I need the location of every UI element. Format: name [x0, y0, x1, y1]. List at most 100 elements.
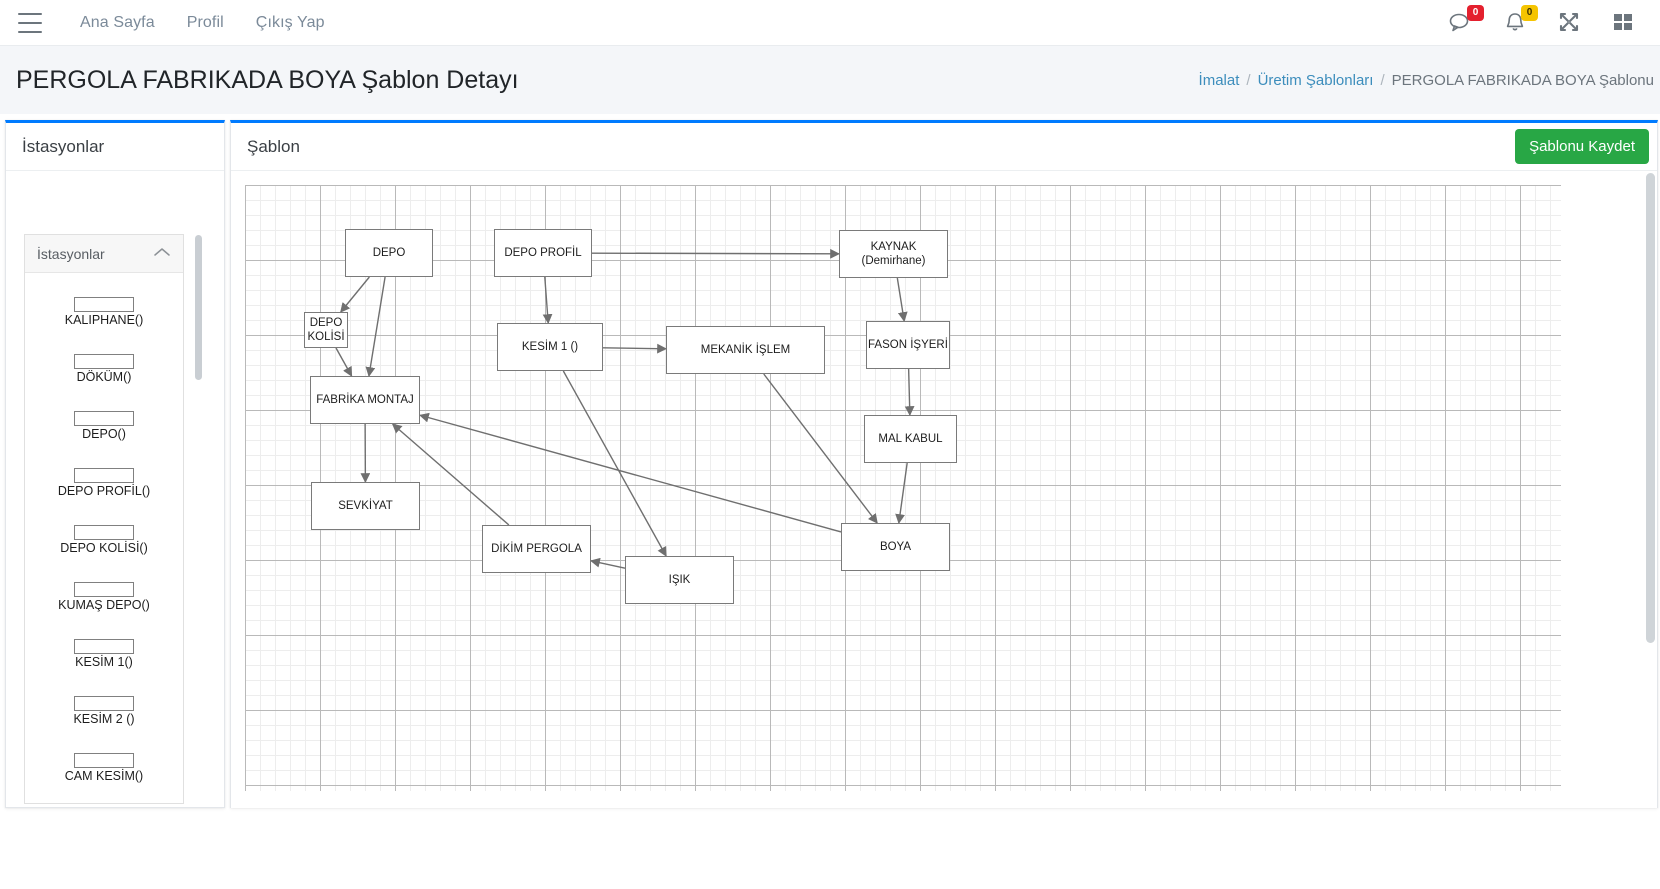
station-shape-icon: [74, 695, 134, 711]
station-item-label: KUMAŞ DEPO(): [58, 597, 150, 612]
station-item-label: DÖKÜM(): [76, 369, 132, 384]
grid-apps-icon[interactable]: [1610, 9, 1638, 37]
diagram-node-depo[interactable]: DEPO: [345, 229, 433, 277]
diagram-node-dikim_pergola[interactable]: DİKİM PERGOLA: [482, 525, 591, 573]
diagram-edge-fason_isyeri-to-mal_kabul[interactable]: [904, 368, 915, 416]
diagram-node-label: MAL KABUL: [878, 432, 943, 445]
diagram-node-boya[interactable]: BOYA: [841, 523, 950, 571]
diagram-node-label: FASON İŞYERİ: [868, 338, 948, 351]
diagram-edge-depo_profil-to-kesim1[interactable]: [542, 276, 553, 324]
diagram-edge-depo-to-fabrika_montaj[interactable]: [365, 276, 386, 377]
station-item[interactable]: KESİM 1(): [25, 625, 183, 682]
station-item[interactable]: KESİM 2 (): [25, 682, 183, 739]
diagram-edge-isik-to-dikim_pergola[interactable]: [590, 557, 626, 569]
diagram-node-fason_isyeri[interactable]: FASON İŞYERİ: [866, 321, 950, 369]
station-item-label: KESİM 2 (): [73, 711, 135, 726]
diagram-node-label: KAYNAK (Demirhane): [861, 240, 926, 267]
station-shape-icon: [74, 296, 134, 312]
station-item[interactable]: DEPO KOLİSİ(): [25, 511, 183, 568]
breadcrumb-separator: /: [1380, 71, 1385, 89]
hamburger-icon[interactable]: [18, 12, 42, 33]
station-shape-icon: [74, 467, 134, 483]
diagram-node-label: SEVKİYAT: [338, 499, 393, 512]
breadcrumb-separator: /: [1246, 71, 1251, 89]
diagram-edge-boya-to-fabrika_montaj[interactable]: [419, 412, 842, 533]
station-item-label: KALIPHANE(): [64, 312, 144, 327]
nav-link-logout[interactable]: Çıkış Yap: [255, 13, 325, 31]
diagram-node-depo_kolisi[interactable]: DEPO KOLİSİ: [304, 312, 348, 348]
diagram-edge-dikim_pergola-to-fabrika_montaj[interactable]: [391, 423, 510, 526]
diagram-node-kaynak[interactable]: KAYNAK (Demirhane): [839, 230, 948, 278]
station-item-label: KESİM 1(): [75, 654, 133, 669]
diagram-node-label: MEKANİK İŞLEM: [700, 343, 791, 356]
stations-card-body: İstasyonlar KALIPHANE() DÖKÜM() DEPO() DEPO…: [6, 171, 224, 810]
diagram-edge-mekanik_islem-to-boya[interactable]: [763, 373, 878, 524]
station-shape-icon: [74, 410, 134, 426]
station-item[interactable]: DEPO(): [25, 397, 183, 454]
station-shape-icon: [74, 353, 134, 369]
diagram-node-label: FABRİKA MONTAJ: [316, 393, 414, 406]
diagram-node-label: IŞIK: [668, 573, 691, 586]
stations-card-title: İstasyonlar: [22, 136, 105, 156]
station-item[interactable]: KALIPHANE(): [25, 283, 183, 340]
diagram-node-mal_kabul[interactable]: MAL KABUL: [864, 415, 957, 463]
diagram-scrollbar[interactable]: [1646, 173, 1655, 806]
station-item[interactable]: DEPO PROFİL(): [25, 454, 183, 511]
page-header: PERGOLA FABRIKADA BOYA Şablon Detayı İma…: [0, 46, 1660, 114]
breadcrumb-item-imalat[interactable]: İmalat: [1198, 71, 1240, 89]
station-shape-icon: [74, 524, 134, 540]
template-card-header: Şablon Şablonu Kaydet: [231, 123, 1657, 171]
station-item-label: CAM KESİM(): [64, 768, 144, 783]
diagram-scrollbar-thumb[interactable]: [1646, 173, 1655, 643]
diagram-node-mekanik_islem[interactable]: MEKANİK İŞLEM: [666, 326, 825, 374]
fullscreen-icon[interactable]: [1556, 9, 1584, 37]
stations-list[interactable]: KALIPHANE() DÖKÜM() DEPO() DEPO PROFİL() DEP…: [25, 273, 183, 804]
stations-scrollbar-thumb[interactable]: [195, 235, 202, 380]
diagram-edge-kaynak-to-fason_isyeri[interactable]: [896, 277, 908, 322]
diagram-node-isik[interactable]: IŞIK: [625, 556, 734, 604]
diagram-node-label: DEPO: [372, 246, 406, 259]
diagram-edge-depo_profil-to-kaynak[interactable]: [591, 248, 840, 259]
diagram-edge-mal_kabul-to-boya[interactable]: [895, 462, 908, 524]
breadcrumb-item-current: PERGOLA FABRIKADA BOYA Şablonu: [1391, 71, 1654, 89]
diagram-node-sevkiyat[interactable]: SEVKİYAT: [311, 482, 420, 530]
save-template-button[interactable]: Şablonu Kaydet: [1515, 129, 1649, 164]
notifications-icon[interactable]: 0: [1502, 4, 1538, 37]
stations-card-header: İstasyonlar: [6, 123, 224, 171]
breadcrumb-item-uretim-sablonlari[interactable]: Üretim Şablonları: [1257, 71, 1374, 89]
navbar-right-icons: 0 0: [1448, 4, 1660, 37]
stations-accordion-title: İstasyonlar: [37, 245, 105, 262]
stations-scrollbar[interactable]: [195, 235, 202, 805]
diagram-node-fabrika_montaj[interactable]: FABRİKA MONTAJ: [310, 376, 420, 424]
nav-link-profile[interactable]: Profil: [186, 13, 224, 31]
station-item[interactable]: KUMAŞ DEPO(): [25, 568, 183, 625]
stations-accordion-header[interactable]: İstasyonlar: [25, 235, 183, 273]
messages-icon[interactable]: 0: [1448, 4, 1484, 37]
stations-card: İstasyonlar İstasyonlar KALIPHANE() DÖKÜM…: [5, 120, 225, 808]
station-item-label: DEPO(): [82, 426, 126, 441]
station-item-label: DEPO PROFİL(): [57, 483, 151, 498]
station-item[interactable]: DÖKÜM(): [25, 340, 183, 397]
diagram-edge-kesim1-to-isik[interactable]: [562, 370, 667, 557]
diagram-edge-depo-to-depo_kolisi[interactable]: [340, 276, 370, 313]
diagram-node-label: DİKİM PERGOLA: [491, 542, 582, 555]
diagram-node-label: KESİM 1 (): [521, 340, 579, 353]
nav-link-home[interactable]: Ana Sayfa: [80, 13, 155, 31]
diagram-node-depo_profil[interactable]: DEPO PROFİL: [494, 229, 592, 277]
diagram-node-label: DEPO KOLİSİ: [307, 316, 345, 343]
diagram-edge-kesim1-to-mekanik_islem[interactable]: [602, 343, 667, 354]
diagram-edge-depo_kolisi-to-fabrika_montaj[interactable]: [335, 347, 353, 377]
diagram-node-label: DEPO PROFİL: [504, 246, 582, 259]
page-title: PERGOLA FABRIKADA BOYA Şablon Detayı: [16, 65, 519, 94]
chevron-up-icon[interactable]: [153, 245, 171, 263]
breadcrumb: İmalat / Üretim Şablonları / PERGOLA FAB…: [1199, 72, 1660, 89]
messages-badge: 0: [1467, 4, 1484, 21]
notifications-badge: 0: [1521, 4, 1538, 21]
station-item-label: DEPO KOLİSİ(): [60, 540, 148, 555]
station-item[interactable]: CAM KESİM(): [25, 739, 183, 796]
diagram-node-kesim1[interactable]: KESİM 1 (): [497, 323, 603, 371]
template-card: Şablon Şablonu Kaydet DEPO DEPO PROFİL KAY…: [230, 120, 1658, 808]
template-card-title: Şablon: [247, 136, 300, 156]
diagram-canvas[interactable]: DEPO DEPO PROFİL KAYNAK (Demirhane) DEPO KO…: [245, 185, 1561, 791]
top-navbar: Ana Sayfa Profil Çıkış Yap 0 0: [0, 0, 1660, 46]
